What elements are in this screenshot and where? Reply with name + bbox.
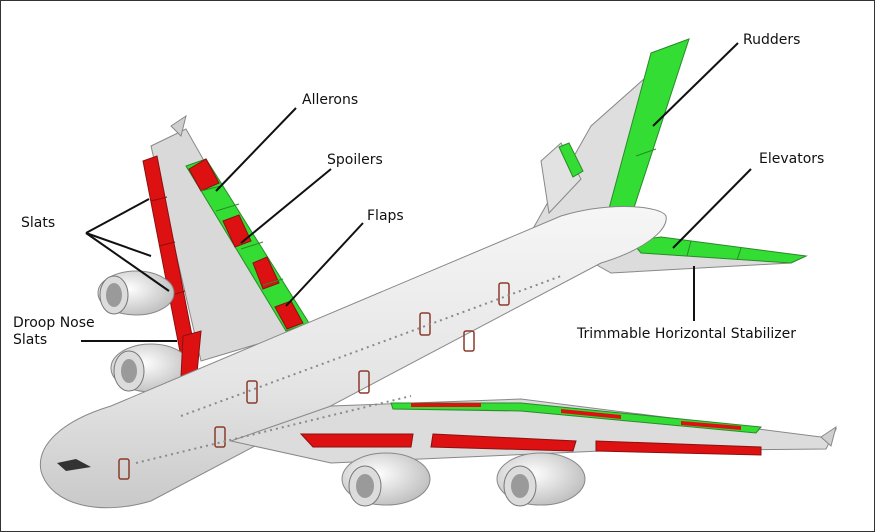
elevators-label: Elevators	[759, 151, 825, 167]
ailerons-label: Allerons	[302, 92, 359, 108]
trimmable-stabilizer-label: Trimmable Horizontal Stabilizer	[577, 326, 796, 342]
left-wing	[142, 114, 310, 368]
right-wing	[229, 398, 838, 464]
window-rows	[135, 275, 562, 464]
near-engines	[341, 452, 586, 507]
fuselage	[39, 206, 667, 509]
rudder-small-surface	[558, 142, 584, 178]
elevator-surface	[630, 236, 808, 264]
right-slats	[299, 433, 414, 448]
flaps-label: Flaps	[367, 208, 404, 224]
slats-label: Slats	[21, 215, 56, 231]
rudders-label: Rudders	[743, 32, 801, 48]
spoilers-label: Spoilers	[327, 152, 383, 168]
droop-nose-slats-label: Droop Nose Slats	[13, 315, 95, 348]
leader-lines	[81, 42, 752, 342]
vertical-tail	[525, 38, 690, 242]
